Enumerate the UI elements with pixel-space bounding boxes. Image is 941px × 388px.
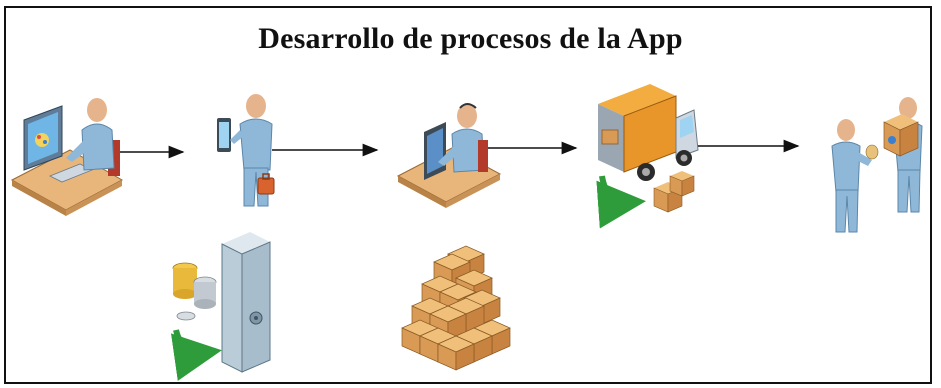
inventory-boxes-icon bbox=[401, 245, 511, 371]
diagram-title: Desarrollo de procesos de la App bbox=[258, 22, 683, 55]
operator-with-headset-icon bbox=[396, 103, 502, 208]
payment-safe-icon bbox=[170, 232, 271, 381]
customer-receives-package-icon bbox=[831, 97, 923, 233]
developer-at-computer-icon bbox=[10, 98, 124, 216]
delivery-truck-icon bbox=[596, 84, 699, 229]
person-with-tablet-icon bbox=[217, 94, 275, 207]
